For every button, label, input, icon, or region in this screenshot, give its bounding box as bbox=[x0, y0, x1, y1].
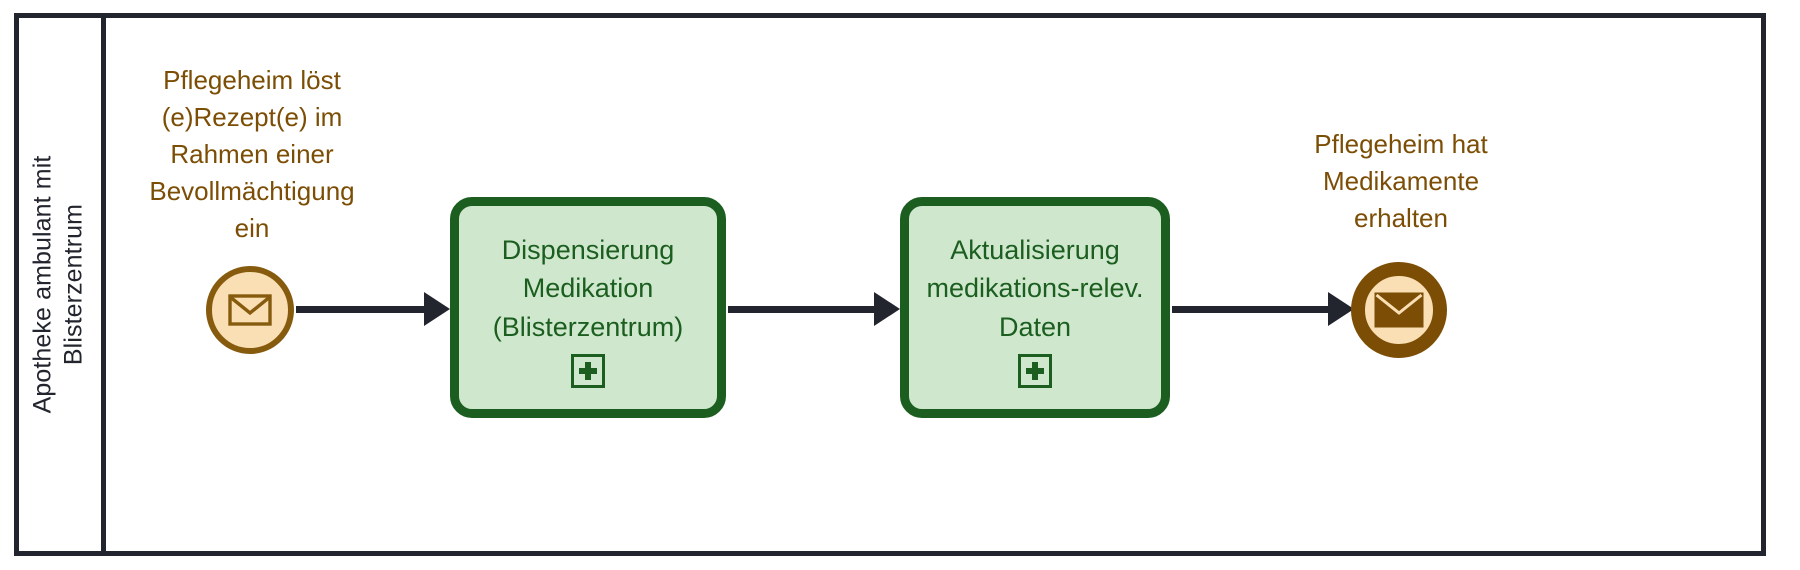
task-label: Aktualisierung medikations-relev. Daten bbox=[926, 235, 1144, 342]
sequence-flow-2-arrowhead bbox=[874, 292, 900, 326]
sequence-flow-1-arrowhead bbox=[424, 292, 450, 326]
sequence-flow-1 bbox=[296, 306, 432, 313]
subprocess-dispensierung-medikation[interactable]: Dispensierung Medikation (Blisterzentrum… bbox=[450, 197, 726, 418]
subprocess-aktualisierung-daten[interactable]: Aktualisierung medikations-relev. Daten bbox=[900, 197, 1170, 418]
sequence-flow-3 bbox=[1172, 306, 1336, 313]
envelope-filled-icon bbox=[1374, 292, 1424, 328]
sequence-flow-2 bbox=[728, 306, 882, 313]
subprocess-plus-icon[interactable] bbox=[571, 353, 605, 388]
end-event-label: Pflegeheim hat Medikamente erhalten bbox=[1314, 129, 1488, 233]
pool-label-line-2: Blisterzentrum bbox=[58, 203, 87, 366]
task-label: Dispensierung Medikation (Blisterzentrum… bbox=[492, 235, 684, 342]
pool-lane-header: Apotheke ambulant mit Blisterzentrum bbox=[14, 13, 106, 556]
subprocess-plus-icon[interactable] bbox=[1018, 353, 1052, 388]
pool-apotheke bbox=[14, 13, 1766, 556]
start-event-label: Pflegeheim löst (e)Rezept(e) im Rahmen e… bbox=[149, 65, 355, 243]
envelope-icon bbox=[228, 294, 272, 326]
end-event-message[interactable] bbox=[1351, 262, 1447, 358]
start-event-message[interactable] bbox=[206, 266, 294, 354]
pool-label: Apotheke ambulant mit Blisterzentrum bbox=[27, 156, 88, 414]
pool-label-line-1: Apotheke ambulant mit bbox=[28, 155, 56, 414]
sequence-flow-3-arrowhead bbox=[1328, 292, 1354, 326]
